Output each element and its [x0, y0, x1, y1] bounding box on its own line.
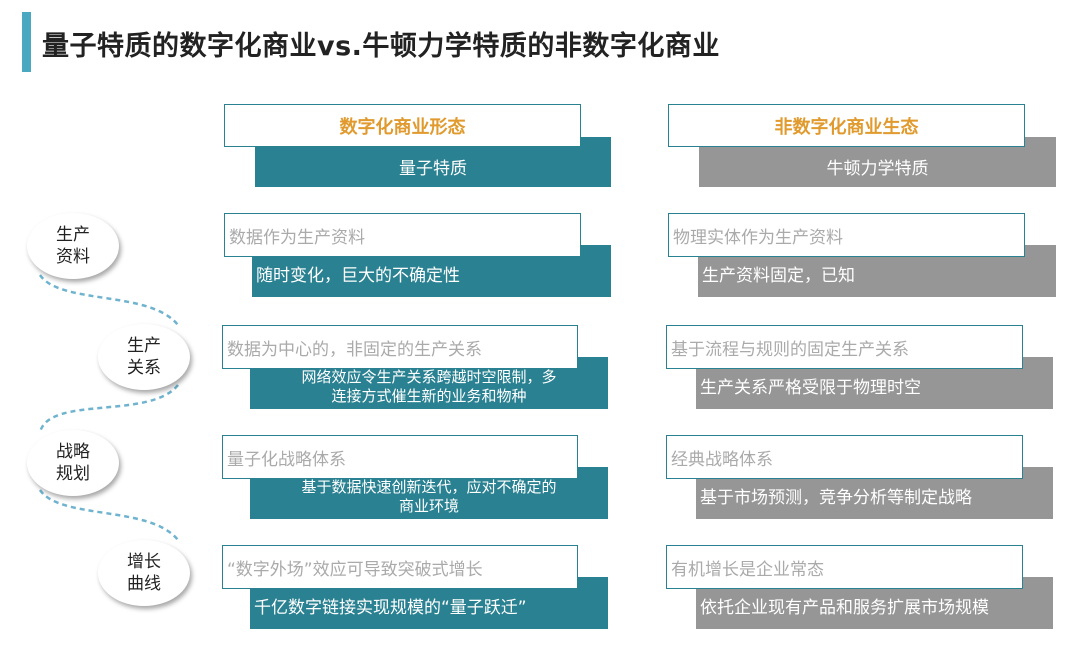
row2-left-title: 数据为中心的，非固定的生产关系 [227, 339, 482, 360]
dimension-circle-growth-curve: 增长曲线 [98, 540, 190, 606]
row1-right-detail: 生产资料固定，已知 [702, 266, 855, 286]
row4-right-title: 有机增长是企业常态 [671, 559, 824, 580]
row3-right-detail: 基于市场预测，竞争分析等制定战略 [700, 488, 972, 508]
row3-left-detail-line2: 商业环境 [398, 497, 459, 515]
row2-right-title: 基于流程与规则的固定生产关系 [671, 339, 909, 360]
connector-segment-1 [38, 274, 179, 326]
dimension-circle-strategy-planning: 战略规划 [27, 430, 119, 496]
dimension-label-line2: 曲线 [127, 574, 161, 594]
row4-left-title-box: “数字外场”效应可导致突破式增长 [222, 545, 578, 589]
connector-segment-3 [38, 489, 179, 541]
row3-right-title: 经典战略体系 [671, 449, 773, 470]
dimension-label-line1: 生产 [127, 336, 161, 356]
row3-left-title-box: 量子化战略体系 [222, 435, 578, 479]
dimension-circle-production-materials: 生产资料 [27, 213, 119, 279]
row2-right-title-box: 基于流程与规则的固定生产关系 [666, 325, 1023, 369]
right-header-front: 非数字化商业生态 [668, 104, 1025, 147]
right-subheader: 牛顿力学特质 [826, 159, 929, 179]
row4-left-detail: 千亿数字链接实现规模的“量子跃迁” [254, 598, 527, 618]
row1-right-title-box: 物理实体作为生产资料 [668, 213, 1025, 257]
title-accent-bar [22, 12, 31, 72]
row3-left-title: 量子化战略体系 [227, 449, 346, 470]
left-header-front: 数字化商业形态 [224, 104, 581, 147]
row1-left-title: 数据作为生产资料 [229, 227, 365, 248]
row3-left-detail-line1: 基于数据快速创新迭代，应对不确定的 [301, 478, 557, 496]
left-subheader: 量子特质 [399, 159, 467, 179]
row1-right-title: 物理实体作为生产资料 [673, 227, 843, 248]
row4-right-title-box: 有机增长是企业常态 [666, 545, 1023, 589]
row2-left-detail-line1: 网络效应令生产关系跨越时空限制，多 [301, 368, 557, 386]
dimension-label-line1: 生产 [56, 225, 90, 245]
dimension-label-line1: 战略 [56, 442, 90, 462]
row3-left-detail-box: 基于数据快速创新迭代，应对不确定的 商业环境 [250, 467, 608, 519]
dimension-label-line1: 增长 [127, 552, 161, 572]
left-header: 数字化商业形态 [339, 116, 466, 138]
row3-right-detail-box: 基于市场预测，竞争分析等制定战略 [696, 467, 1053, 519]
page-title: 量子特质的数字化商业vs.牛顿力学特质的非数字化商业 [42, 31, 720, 62]
row1-left-detail: 随时变化，巨大的不确定性 [256, 266, 460, 286]
right-header: 非数字化商业生态 [774, 116, 919, 138]
row4-left-title: “数字外场”效应可导致突破式增长 [227, 559, 483, 580]
row2-right-detail: 生产关系严格受限于物理时空 [700, 378, 921, 398]
dimension-circle-production-relations: 生产关系 [98, 324, 190, 390]
dimension-label-line2: 规划 [56, 464, 90, 484]
dimension-label-line2: 关系 [127, 358, 161, 378]
dimension-label-line2: 资料 [56, 247, 90, 267]
row2-left-detail-line2: 连接方式催生新的业务和物种 [331, 387, 527, 405]
row4-right-detail: 依托企业现有产品和服务扩展市场规模 [700, 598, 989, 618]
row1-left-title-box: 数据作为生产资料 [224, 213, 581, 257]
connector-segment-2 [38, 384, 179, 433]
row3-right-title-box: 经典战略体系 [666, 435, 1023, 479]
row2-left-title-box: 数据为中心的，非固定的生产关系 [222, 325, 578, 369]
